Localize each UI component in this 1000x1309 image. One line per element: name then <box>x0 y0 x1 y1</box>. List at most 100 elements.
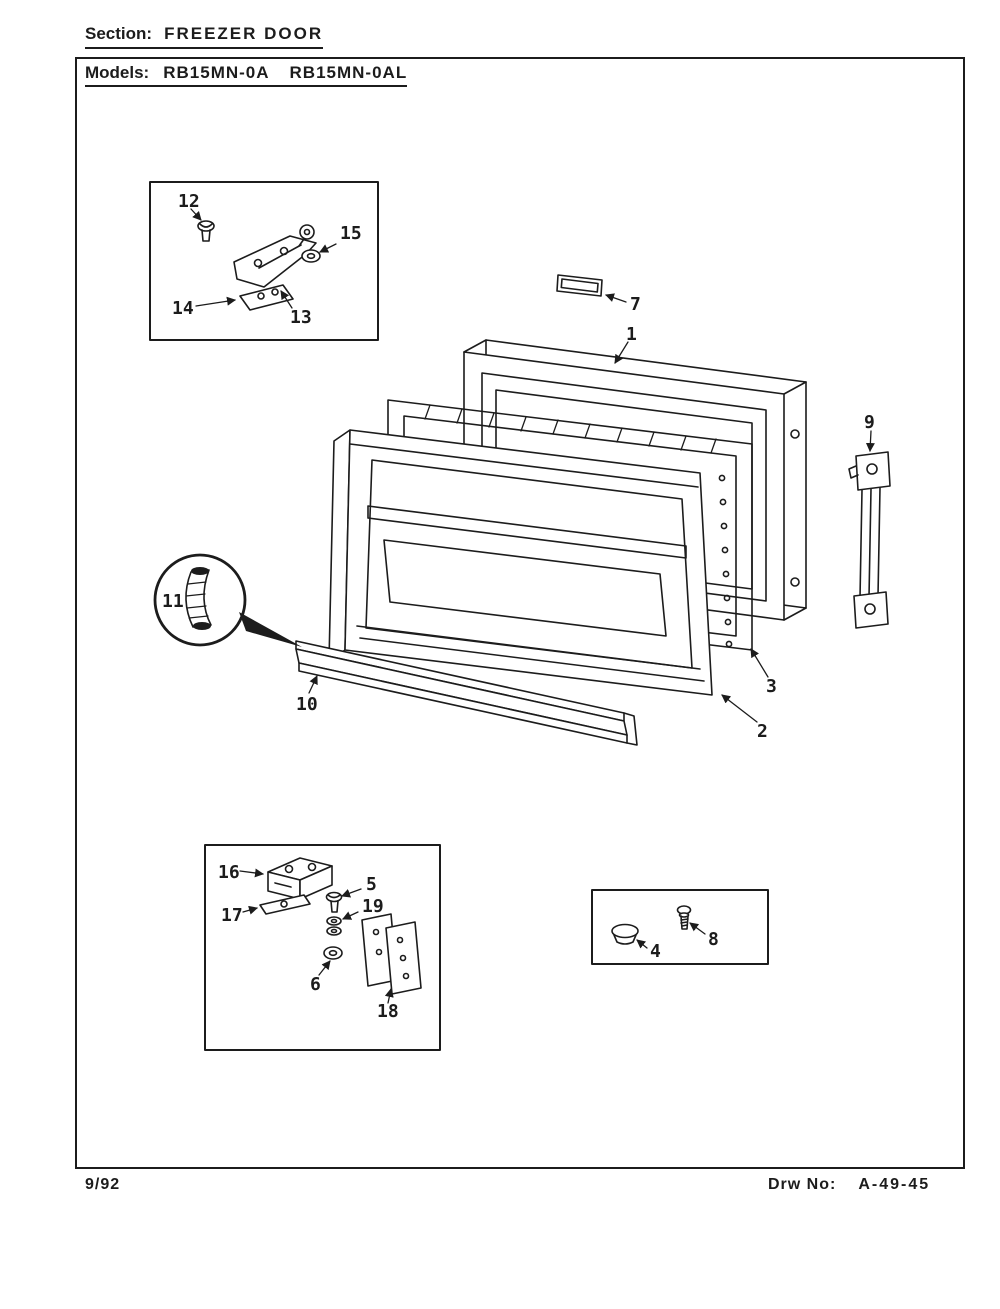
part-13-hinge <box>233 224 317 288</box>
date-code: 9/92 <box>85 1176 121 1193</box>
callout-10-label: 10 <box>296 694 318 715</box>
callout-14-label: 14 <box>172 298 194 319</box>
leader-9 <box>865 430 875 452</box>
section-label: Section: <box>85 24 153 43</box>
inset-fasteners-box <box>591 889 769 965</box>
trim-bar-end-cap <box>623 712 638 746</box>
part-2-inner-door <box>328 429 713 696</box>
screw-5-slot <box>327 894 341 899</box>
part-19-washers <box>326 916 342 936</box>
part-9-handle <box>848 451 891 629</box>
hinge-bend-line <box>258 244 302 269</box>
pad-outline <box>239 284 294 311</box>
section-title: FREEZER DOOR <box>164 24 324 43</box>
leader-5 <box>341 888 362 898</box>
callout-13-label: 13 <box>290 307 312 328</box>
part-4-plug <box>611 923 639 945</box>
part-12-screw <box>197 220 215 242</box>
end-cap-body <box>185 569 212 628</box>
spacer-hole <box>280 900 288 908</box>
inset-bottom-hinge <box>204 844 441 1051</box>
inner-door-shelf-front <box>367 505 687 559</box>
screw-12-shank <box>201 229 211 242</box>
callout-1-label: 1 <box>626 324 637 345</box>
outer-door-handle-hole-bottom <box>790 577 800 587</box>
inset-fasteners <box>591 889 769 965</box>
inner-door-top-lip <box>349 443 699 488</box>
inner-door-bottom-rail <box>356 625 705 682</box>
leader-6 <box>318 960 331 976</box>
callout-12-label: 12 <box>178 191 200 212</box>
leader-16 <box>239 868 264 878</box>
gasket-retainer-ticks <box>424 404 717 454</box>
screw-12-slot <box>199 223 213 228</box>
leader-1 <box>614 341 629 364</box>
hinge-hole-2 <box>279 246 289 256</box>
callout-15-label: 15 <box>340 223 362 244</box>
hinge-hole-1 <box>253 258 263 268</box>
callout-6-label: 6 <box>310 974 321 995</box>
inset-top-hinge <box>149 181 379 341</box>
end-cap-ribs <box>185 581 209 619</box>
spacer-outline <box>259 894 311 915</box>
leader-2 <box>721 694 758 723</box>
part-7-badge <box>556 274 603 297</box>
callout-11-label: 11 <box>162 591 184 612</box>
screw-8-shank <box>680 915 689 930</box>
part-8-screw <box>676 905 692 930</box>
handle-shaft <box>859 487 881 599</box>
leader-3 <box>750 648 769 678</box>
pad-hole-2 <box>271 288 279 296</box>
callout-19-label: 19 <box>362 896 384 917</box>
leader-4 <box>636 939 648 949</box>
leader-13 <box>280 290 293 309</box>
screw-5-shank <box>330 900 339 913</box>
part-10-trim-bar <box>295 640 638 746</box>
section-header: Section: FREEZER DOOR <box>85 24 324 49</box>
hinge-pin-link <box>298 238 305 247</box>
badge-outer <box>556 274 603 297</box>
model-number-2: RB15MN-0AL <box>289 63 408 82</box>
callout-17-label: 17 <box>221 905 243 926</box>
detail-pointer <box>239 612 302 647</box>
bracket-hole-1 <box>284 864 294 874</box>
callout-8-label: 8 <box>708 929 719 950</box>
drawing-number: A-49-45 <box>858 1176 931 1193</box>
models-label: Models: <box>85 63 150 82</box>
part-5-screw <box>325 891 343 913</box>
hinge-pin-center <box>303 228 311 236</box>
badge-inner <box>560 278 599 293</box>
hinge-pin <box>299 224 315 240</box>
leader-10 <box>308 675 318 694</box>
part-11-detail <box>153 553 302 647</box>
outer-door-depth-edges <box>463 339 807 621</box>
handle-bottom-hole <box>864 603 876 615</box>
part-14-pad <box>239 284 294 311</box>
callout-9-label: 9 <box>864 412 875 433</box>
footer-drawing-number: Drw No:A-49-45 <box>768 1176 930 1194</box>
part-17-spacer <box>259 894 311 915</box>
callout-3-label: 3 <box>766 676 777 697</box>
part-18-hinge-plates <box>361 913 422 995</box>
leader-18 <box>384 988 394 1004</box>
leader-19 <box>342 911 359 920</box>
callout-16-label: 16 <box>218 862 240 883</box>
handle-bottom-plate <box>853 591 889 629</box>
part-15-washer <box>301 249 321 263</box>
handle-top-plate <box>855 451 891 491</box>
end-cap-top <box>191 567 209 575</box>
handle-top-hole <box>866 463 878 475</box>
models-header: Models: RB15MN-0A RB15MN-0AL <box>85 63 408 87</box>
leader-15 <box>319 243 337 253</box>
handle-top-tab <box>848 465 859 479</box>
leader-8 <box>689 922 706 935</box>
callout-5-label: 5 <box>366 874 377 895</box>
inner-door-recess-panel <box>383 539 667 637</box>
inner-door-face <box>344 429 713 696</box>
outer-door-handle-hole-top <box>790 429 800 439</box>
model-number-1: RB15MN-0A <box>163 63 270 82</box>
callout-7-label: 7 <box>630 294 641 315</box>
diagram-frame <box>75 57 965 1169</box>
